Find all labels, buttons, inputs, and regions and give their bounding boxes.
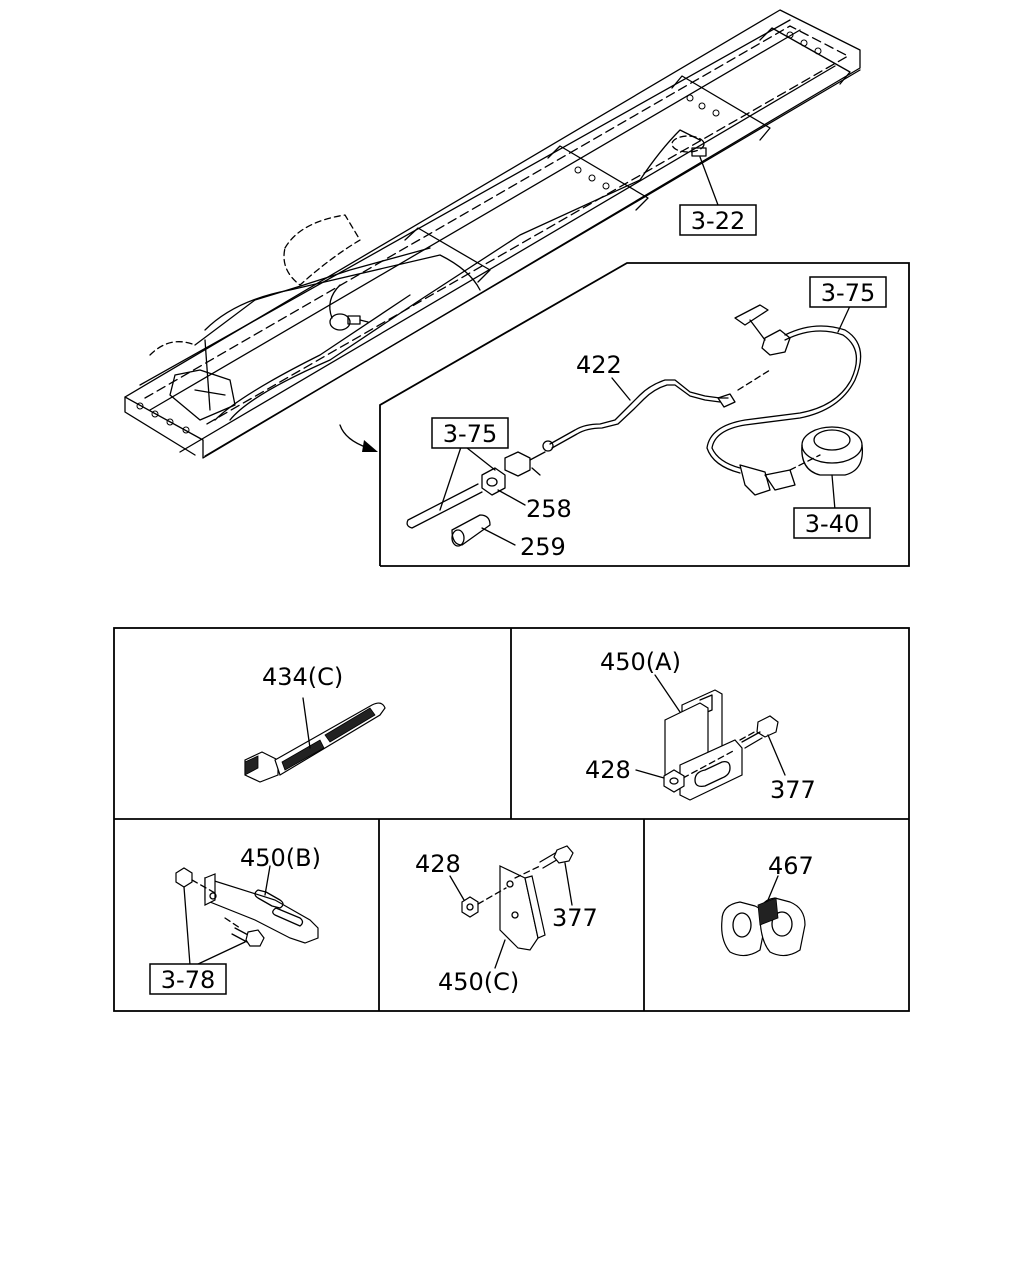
ref-box-3-22: 3-22 [679, 204, 757, 236]
ref-label-3-75-left: 3-75 [443, 420, 497, 448]
part-label-377-b: 377 [552, 904, 598, 932]
ref-label-3-75-right: 3-75 [821, 279, 875, 307]
ref-label-3-40: 3-40 [805, 510, 859, 538]
double-clip-drawing [721, 875, 806, 957]
part-label-259: 259 [520, 533, 566, 561]
part-label-377-a: 377 [770, 776, 816, 804]
part-label-258: 258 [526, 495, 572, 523]
part-label-450b: 450(B) [240, 844, 321, 872]
part-label-434c: 434(C) [262, 663, 343, 691]
detail-inset-frame [379, 262, 910, 567]
air-line-assembly-drawing [406, 304, 864, 547]
ref-box-3-40: 3-40 [793, 507, 871, 539]
ref-box-3-75-right: 3-75 [809, 276, 887, 308]
part-label-422: 422 [576, 351, 622, 379]
ref-box-3-75-left: 3-75 [431, 417, 509, 449]
ref-box-3-78: 3-78 [149, 963, 227, 995]
chassis-frame-drawing [124, 9, 861, 459]
bracket-a-drawing [635, 674, 786, 801]
part-label-428-b: 428 [415, 850, 461, 878]
parts-grid [113, 627, 910, 1012]
cable-tie-drawing [244, 697, 386, 783]
part-label-450a: 450(A) [600, 648, 681, 676]
part-label-428-a: 428 [585, 756, 631, 784]
ref-label-3-78: 3-78 [161, 966, 215, 994]
bracket-b-drawing [175, 865, 319, 966]
bracket-c-drawing [449, 845, 574, 969]
part-label-467: 467 [768, 852, 814, 880]
part-label-450c: 450(C) [438, 968, 519, 996]
ref-label-3-22: 3-22 [691, 207, 745, 235]
